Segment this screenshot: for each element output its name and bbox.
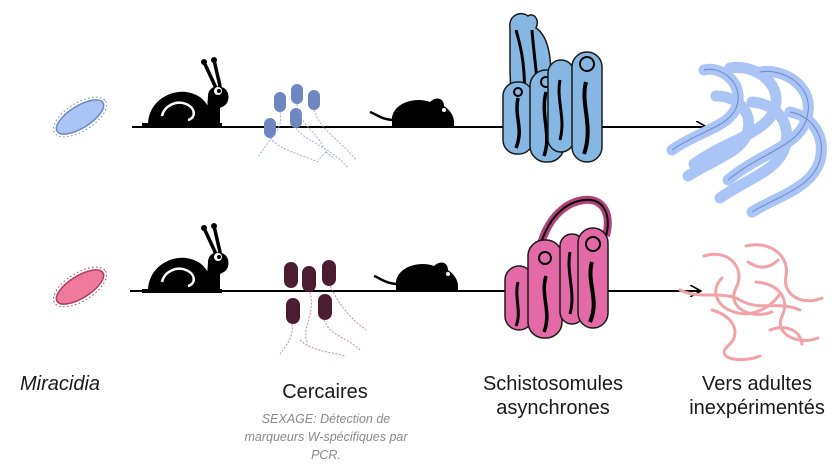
female-row <box>47 200 822 360</box>
schistosomules-icon-bottom <box>505 200 608 338</box>
label-miracidia: Miracidia <box>0 372 120 396</box>
male-row <box>47 14 821 212</box>
note-sexage: SEXAGE: Détection de marqueurs W-spécifi… <box>238 410 414 464</box>
adult-worms-icon-top <box>672 67 821 212</box>
label-cercaires: Cercaires <box>255 380 395 404</box>
label-adults: Vers adultes inexpérimentés <box>682 372 832 420</box>
cercariae-icon-bottom <box>280 260 366 356</box>
schistosomules-icon-top <box>503 14 602 162</box>
miracidium-icon-top <box>47 89 113 145</box>
label-schistosomules: Schistosomules asynchrones <box>478 372 628 420</box>
adult-worms-icon-bottom <box>680 245 822 360</box>
miracidium-icon-bottom <box>47 259 113 315</box>
mouse-icon-bottom <box>374 263 458 292</box>
snail-icon-bottom <box>142 223 229 291</box>
mouse-icon-top <box>370 99 454 128</box>
snail-icon-top <box>142 57 229 125</box>
